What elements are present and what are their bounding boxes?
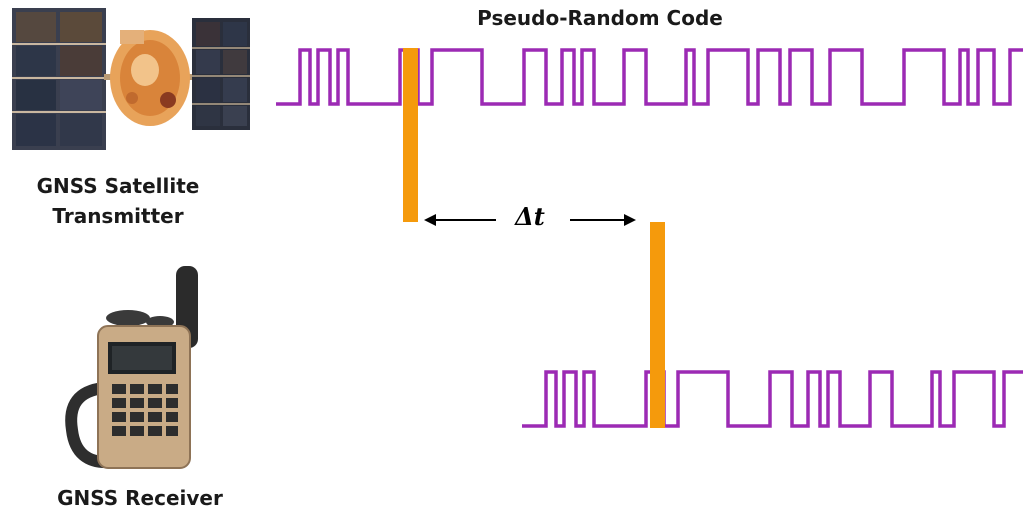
receiver-label: GNSS Receiver — [57, 486, 223, 510]
handheld-receiver-icon — [65, 266, 198, 469]
pseudo-random-code-title: Pseudo-Random Code — [477, 6, 723, 30]
satellite-label-line-2: Transmitter — [52, 204, 184, 228]
received-code-signal — [522, 370, 1023, 428]
delay-arrow-right — [570, 214, 636, 226]
left-solar-panel — [12, 8, 106, 150]
delay-arrow-left — [424, 214, 496, 226]
delta-t-label: Δt — [515, 202, 545, 231]
transmitted-code-signal — [276, 48, 1023, 106]
receive-time-marker — [650, 222, 665, 428]
receiver-keypad — [112, 384, 178, 436]
satellite-label-line-1: GNSS Satellite — [36, 174, 200, 198]
right-solar-panel — [192, 18, 250, 130]
transmit-time-marker — [403, 48, 418, 222]
satellite-label: GNSS Satellite Transmitter — [0, 171, 236, 231]
satellite-icon — [12, 8, 250, 150]
satellite-body — [110, 30, 190, 126]
